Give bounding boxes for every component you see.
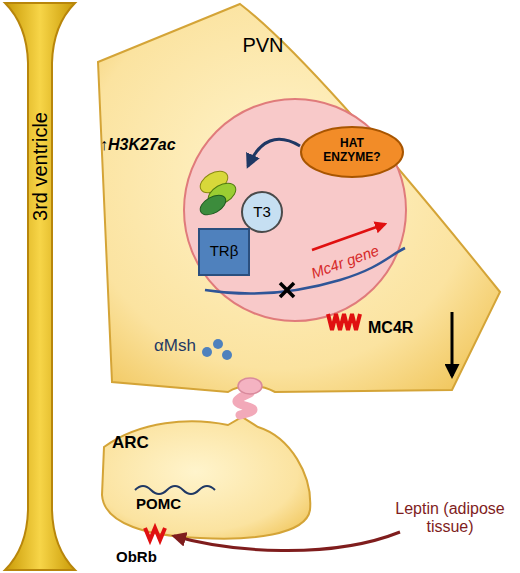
receptor-label: TRβ <box>198 242 250 259</box>
transcription-arrow <box>312 224 385 250</box>
axon-terminal <box>238 378 262 394</box>
enzyme-oval: HAT ENZYME? <box>300 126 404 178</box>
dna-strand <box>205 248 405 294</box>
outline-shape <box>242 192 282 232</box>
outline-shape <box>5 3 75 570</box>
gene-label: POMC <box>136 495 206 512</box>
region-label: PVN <box>228 34 298 57</box>
outline-shape <box>199 229 249 275</box>
decrease-arrow <box>451 312 454 376</box>
peptide-dots <box>202 339 232 360</box>
outline-shape <box>301 127 403 177</box>
hormone-label: T3 <box>241 203 283 220</box>
pvn-neuron: PVN↑H3K27acMC4RαMshMc4r geneHAT ENZYME?T… <box>90 0 505 393</box>
region-label: ARC <box>112 433 172 453</box>
enzyme-label: HAT ENZYME? <box>314 137 390 165</box>
mrna-strand <box>135 486 215 494</box>
hormone-circle: T3 <box>241 191 283 233</box>
receptor-box: TRβ <box>198 228 250 276</box>
arc-neuron: ARC POMC <box>100 415 315 543</box>
signal-arrow <box>174 532 400 551</box>
outline-shape <box>98 4 500 392</box>
nucleosome <box>197 167 240 219</box>
ventricle-band: 3rd ventricle <box>5 3 75 570</box>
outline-shape <box>184 99 406 321</box>
receptor-symbol <box>145 528 165 540</box>
axon-projection <box>237 393 253 415</box>
block-mark <box>280 283 294 297</box>
receptor-label: ObRb <box>116 548 186 565</box>
signal-label: Leptin (adipose tissue) <box>385 500 515 537</box>
receptor-label: MC4R <box>368 319 438 337</box>
histone-mark: ↑H3K27ac <box>100 136 195 154</box>
acetylation-arrow <box>248 139 300 166</box>
receptor-symbol <box>328 314 360 330</box>
outline-shape <box>102 417 310 539</box>
region-label: 3rd ventricle <box>29 57 52 277</box>
node-outline <box>5 3 75 570</box>
